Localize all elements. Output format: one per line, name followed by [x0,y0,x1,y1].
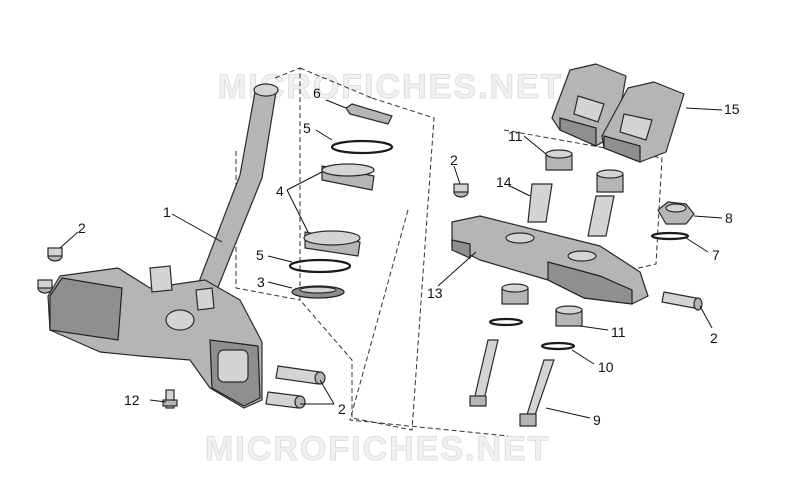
ring-lower-left [488,317,524,327]
callout-5-lower: 5 [256,247,264,263]
upper-triple-clamp [451,215,649,305]
bolt-2-b [265,391,306,409]
callout-7: 7 [712,247,720,263]
washer-5-upper [330,139,394,155]
callout-2-bottom: 2 [338,401,346,417]
lower-triple-clamp [47,83,279,409]
callout-2-right: 2 [710,330,718,346]
callout-1: 1 [163,204,171,220]
callout-8: 8 [725,210,733,226]
cap-2-right [453,183,469,198]
bolt-12 [162,389,178,409]
bushing-11-upper [545,149,573,171]
callout-12: 12 [124,392,140,408]
callout-2-center: 2 [450,152,458,168]
callout-14: 14 [496,174,512,190]
cap-2-upper [47,247,63,262]
nut-6 [345,103,393,125]
callout-9: 9 [593,412,601,428]
callout-2-left: 2 [78,220,86,236]
bolt-9-right [519,359,555,427]
bushing-11-right [596,169,624,193]
bushing-11-lower [555,305,583,327]
washer-5-lower [288,258,352,274]
callout-5-upper: 5 [303,120,311,136]
spacer-14-left [527,183,553,223]
leader-lines [59,99,723,419]
handlebar-clamp-right [601,81,685,163]
bolt-2-a [275,365,326,385]
ring-10 [540,341,576,351]
watermark-bottom: MICROFICHES.NET [205,430,550,468]
callout-13: 13 [427,285,443,301]
cap-2-lower [37,279,53,294]
callout-3: 3 [257,274,265,290]
callout-4: 4 [276,183,284,199]
bushing-lower-left [501,283,529,305]
bearing-4-lower [303,230,361,257]
callout-6: 6 [313,85,321,101]
stem-group-outline [349,129,663,437]
bolt-2-right [661,291,703,311]
callout-11-upper: 11 [508,128,523,144]
seal-3 [291,285,345,299]
callout-15: 15 [724,101,740,117]
spacer-14-right [587,195,615,237]
callout-10: 10 [598,359,614,375]
bearing-4-upper [321,163,375,191]
washer-7 [650,231,690,241]
nut-8 [657,201,695,225]
bolt-9-left [469,339,499,407]
callout-11-lower: 11 [611,324,626,340]
